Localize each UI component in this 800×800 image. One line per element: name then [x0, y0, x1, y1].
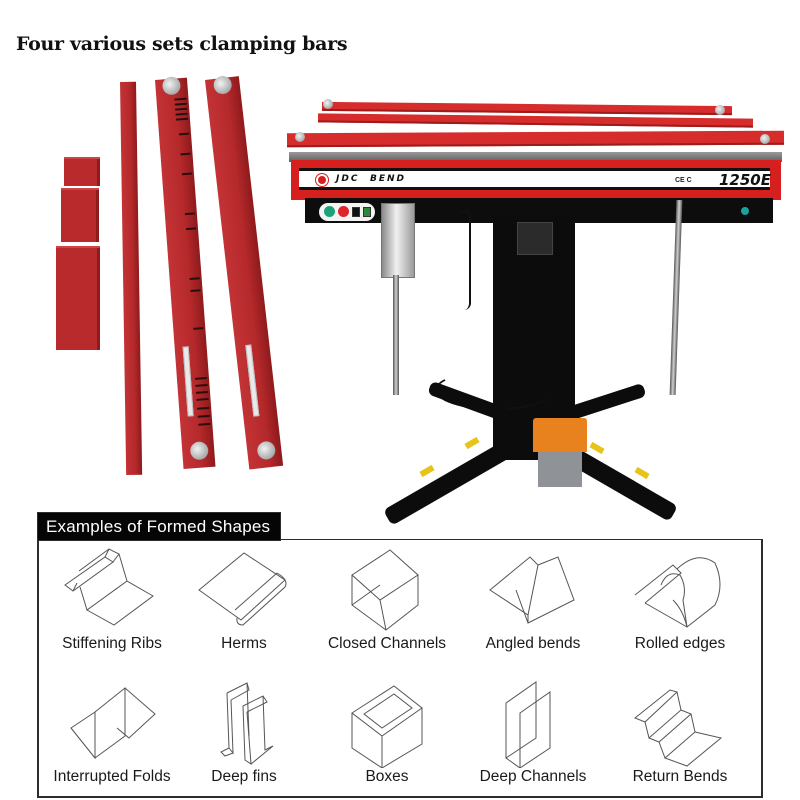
top-clamp-bar-rear	[321, 101, 733, 116]
formed-shapes-heading: Examples of Formed Shapes	[37, 512, 282, 541]
shape-label: Angled bends	[485, 635, 581, 652]
clamp-switch[interactable]	[363, 207, 371, 217]
model-number: 1250E	[719, 171, 771, 189]
bolt-icon	[323, 99, 333, 109]
jdc-logo-icon	[315, 173, 329, 187]
bolt-icon	[295, 132, 305, 142]
short-clamping-block-1	[64, 157, 100, 186]
steel-bending-edge	[289, 152, 782, 162]
interrupted-folds-icon	[70, 686, 156, 760]
shape-item: Stiffening Ribs	[42, 545, 182, 653]
machine-front-beam: JDC BEND CE C 1250E	[291, 160, 781, 200]
boxes-icon	[351, 685, 423, 768]
brand-name: JDC	[336, 174, 360, 184]
shape-item: Return Bends	[610, 678, 750, 786]
formed-shapes-section: Examples of Formed Shapes Stiffening Rib…	[37, 512, 763, 798]
shape-label: Deep fins	[211, 768, 277, 785]
shape-label: Stiffening Ribs	[62, 635, 162, 652]
top-clamp-bar-mid	[317, 113, 754, 128]
clamping-bars-photo	[0, 70, 300, 480]
bolt-icon	[715, 105, 725, 115]
shape-item: Interrupted Folds	[42, 678, 182, 786]
deep-fins-icon	[220, 682, 274, 765]
foot-pedal[interactable]	[533, 418, 587, 452]
formed-shapes-frame	[37, 539, 763, 798]
left-spring-cylinder	[381, 203, 415, 278]
brand-series: BEND	[370, 174, 407, 184]
shape-item: Closed Channels	[317, 545, 457, 653]
shape-label: Return Bends	[632, 768, 728, 785]
slotted-clamping-bar	[155, 76, 216, 469]
short-clamping-block-3	[56, 246, 100, 350]
angled-bends-icon	[489, 556, 575, 624]
hazard-stripe	[634, 466, 650, 480]
rolled-edges-icon	[634, 557, 721, 628]
power-cable	[457, 210, 471, 310]
certification-marks: CE C	[675, 177, 692, 184]
shape-item: Deep Channels	[463, 678, 603, 786]
stiffening-ribs-icon	[64, 548, 154, 626]
foot-pedal-base	[538, 445, 582, 487]
brand-strip	[299, 168, 770, 190]
folding-machine-photo: JDC BEND CE C 1250E	[285, 80, 800, 526]
power-switch[interactable]	[352, 207, 360, 217]
shape-item: Angled bends	[463, 545, 603, 653]
narrow-clamping-bar	[120, 81, 143, 475]
shape-item: Boxes	[317, 678, 457, 786]
nameplate	[517, 222, 553, 255]
shape-label: Closed Channels	[327, 635, 447, 652]
shape-item: Herms	[174, 545, 314, 653]
hazard-stripe	[589, 441, 605, 455]
closed-channels-icon	[351, 549, 419, 631]
top-clamp-bar-front	[286, 130, 785, 148]
left-stop-rod	[393, 275, 399, 395]
short-clamping-block-2	[61, 188, 99, 242]
return-bends-icon	[634, 689, 723, 767]
wide-clamping-bar	[205, 75, 284, 470]
shape-item: Rolled edges	[610, 545, 750, 653]
shape-label: Boxes	[365, 768, 409, 785]
indicator-light	[741, 207, 749, 215]
hazard-stripe	[464, 436, 480, 450]
shape-item: Deep fins	[174, 678, 314, 786]
page-title: Four various sets clamping bars	[16, 33, 348, 55]
control-panel	[319, 203, 375, 221]
shape-label: Deep Channels	[479, 768, 587, 785]
shape-label: Interrupted Folds	[53, 768, 171, 785]
hazard-stripe	[419, 464, 435, 478]
deep-channels-icon	[505, 681, 551, 768]
shape-label: Rolled edges	[634, 635, 726, 652]
herms-icon	[198, 552, 287, 626]
shape-label: Herms	[221, 635, 267, 652]
stop-button[interactable]	[338, 206, 349, 217]
base-leg-front-left	[383, 426, 538, 526]
right-stop-rod	[669, 199, 683, 396]
bolt-icon	[760, 134, 770, 144]
start-button[interactable]	[324, 206, 335, 217]
